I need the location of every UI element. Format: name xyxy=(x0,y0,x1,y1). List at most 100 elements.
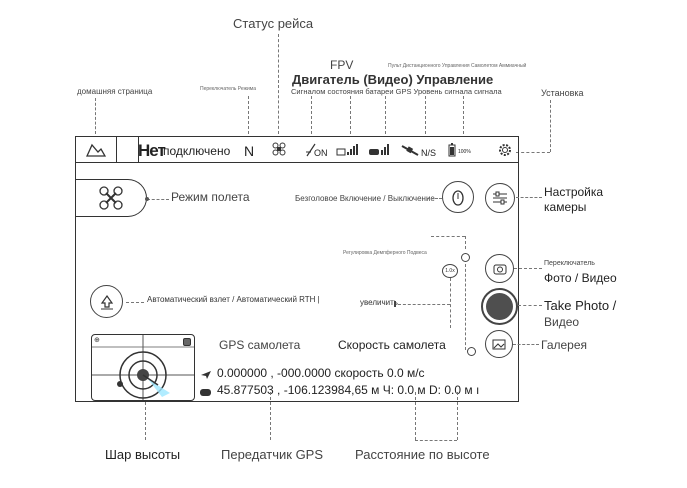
leader-line xyxy=(513,344,539,345)
gallery-button[interactable] xyxy=(485,330,513,358)
minimap-zoom-icon[interactable]: ⊕ xyxy=(94,337,100,344)
camera-settings-line2: камеры xyxy=(544,200,587,214)
minimap-settings-icon[interactable] xyxy=(183,338,191,346)
callout-camera-settings: Настройка камеры xyxy=(544,185,603,215)
auto-takeoff-button[interactable] xyxy=(90,285,123,318)
shutter-fill xyxy=(486,293,513,320)
mode-letter: N xyxy=(244,143,255,159)
callout-tiny-left: Переключатель Режима xyxy=(200,86,256,92)
altitude-ball-minimap[interactable]: ⊕ xyxy=(91,334,195,401)
app-screen: Нет подключено N ON N/S 100% xyxy=(75,136,519,402)
switch-line2: Фото / Видео xyxy=(544,271,617,285)
callout-switch: Переключатель Фото / Видео xyxy=(544,257,617,285)
leader-line xyxy=(270,392,271,440)
callout-home-page: домашняя страница xyxy=(77,87,153,96)
leader-line xyxy=(427,198,442,199)
zoom-mark xyxy=(394,301,396,307)
leader-line xyxy=(147,199,169,200)
callout-flight-status: Статус рейса xyxy=(233,16,314,31)
zoom-slider[interactable] xyxy=(450,278,451,328)
minimap-graphic xyxy=(92,335,194,400)
take-line2: Видео xyxy=(544,315,580,329)
gimbal-down-button[interactable] xyxy=(467,347,476,356)
transmitter-line: 45.877503 , -106.123984,65 м Ч: 0.0 м D:… xyxy=(217,383,480,397)
video-signal-icon xyxy=(336,144,358,156)
leader-line xyxy=(95,98,96,134)
home-icon xyxy=(86,143,106,157)
callout-signal-battery: Сигналом состояния батареи GPS Уровень с… xyxy=(291,87,502,96)
leader-line xyxy=(398,304,450,305)
transmitter-coords: 45.877503 , -106.123984,65 м xyxy=(217,383,380,397)
leader-line xyxy=(516,152,550,153)
auto-takeoff-text: Автоматический взлет / Автоматический RT… xyxy=(147,295,316,304)
drone-status-icon xyxy=(272,142,286,156)
callout-gps-aircraft: GPS самолета xyxy=(219,338,301,352)
leader-line xyxy=(145,402,146,440)
battery-icon xyxy=(448,143,456,157)
leader-line xyxy=(457,392,458,440)
callout-gallery: Галерея xyxy=(541,338,588,352)
transmitter-icon xyxy=(200,389,211,396)
h-distance: Ч: 0.0 м xyxy=(382,383,426,397)
aircraft-arrow-icon xyxy=(201,371,211,379)
callout-settings: Установка xyxy=(541,88,584,98)
auto-takeoff-label: Автоматический взлет / Автоматический RT… xyxy=(147,295,320,304)
shutter-button[interactable] xyxy=(481,288,518,325)
gear-icon[interactable] xyxy=(497,142,513,158)
gps-satellite-icon xyxy=(401,145,419,156)
motor-state: ON xyxy=(314,148,328,158)
callout-gps-transmitter: Передатчик GPS xyxy=(221,447,324,462)
leader-line xyxy=(518,305,542,306)
drone-mode-icon xyxy=(98,186,123,210)
flight-mode-button[interactable] xyxy=(75,179,147,217)
gimbal-up-button[interactable] xyxy=(461,253,470,262)
aircraft-coords: 0.000000 , -000.0000 xyxy=(217,366,332,380)
camera-settings-line1: Настройка xyxy=(544,185,604,199)
rc-signal-icon xyxy=(369,144,389,155)
home-button[interactable] xyxy=(76,137,117,162)
callout-fpv: FPV xyxy=(330,58,354,72)
callout-speed: Скорость самолета xyxy=(338,338,446,352)
takeoff-icon xyxy=(100,294,113,309)
leader-line xyxy=(278,34,279,134)
take-line1: Take Photo / xyxy=(544,298,617,313)
callout-tiny-mid: Регулировка Демпферного Подвеса xyxy=(343,250,427,256)
leader-line xyxy=(415,440,457,441)
gimbal-track xyxy=(465,236,466,249)
motor-icon xyxy=(306,143,316,157)
leader-line xyxy=(415,392,416,440)
leader-line xyxy=(126,302,144,303)
gps-state: N/S xyxy=(421,148,437,158)
zoom-level-badge: 1.0x xyxy=(442,264,458,278)
headless-button[interactable] xyxy=(442,181,474,213)
leader-line xyxy=(248,96,249,134)
callout-motor-control: Двигатель (Видео) Управление xyxy=(292,72,494,87)
net-label: Нет xyxy=(138,141,166,160)
photo-video-switch-button[interactable] xyxy=(485,254,514,283)
photo-video-switch-icon xyxy=(493,264,506,274)
battery-percent: 100% xyxy=(458,149,471,155)
connection-status: подключено xyxy=(163,144,231,158)
leader-line xyxy=(550,100,551,152)
status-bar xyxy=(76,137,518,163)
gallery-icon xyxy=(492,339,506,349)
camera-settings-button[interactable] xyxy=(485,183,515,213)
callout-distance-altitude: Расстояние по высоте xyxy=(355,447,490,462)
gimbal-slider[interactable] xyxy=(465,264,466,350)
leader-line xyxy=(311,96,312,134)
leader-line xyxy=(514,268,542,269)
leader-line xyxy=(350,96,351,134)
callout-take-photo: Take Photo / Видео xyxy=(544,297,616,331)
leader-dot xyxy=(145,197,149,201)
status-divider xyxy=(116,137,139,162)
headless-icon xyxy=(452,190,464,206)
switch-line1: Переключатель xyxy=(544,260,595,267)
leader-line xyxy=(425,96,426,134)
callout-altitude-ball: Шар высоты xyxy=(105,447,181,462)
speed-text: скорость 0.0 м/с xyxy=(334,366,425,380)
leader-line xyxy=(516,197,542,198)
camera-settings-icon xyxy=(493,191,507,205)
callout-flight-mode: Режим полета xyxy=(171,190,250,204)
callout-tiny-top: Пульт Дистанционного Управления Самолето… xyxy=(388,63,527,69)
d-distance: D: 0.0 м xyxy=(429,383,473,397)
